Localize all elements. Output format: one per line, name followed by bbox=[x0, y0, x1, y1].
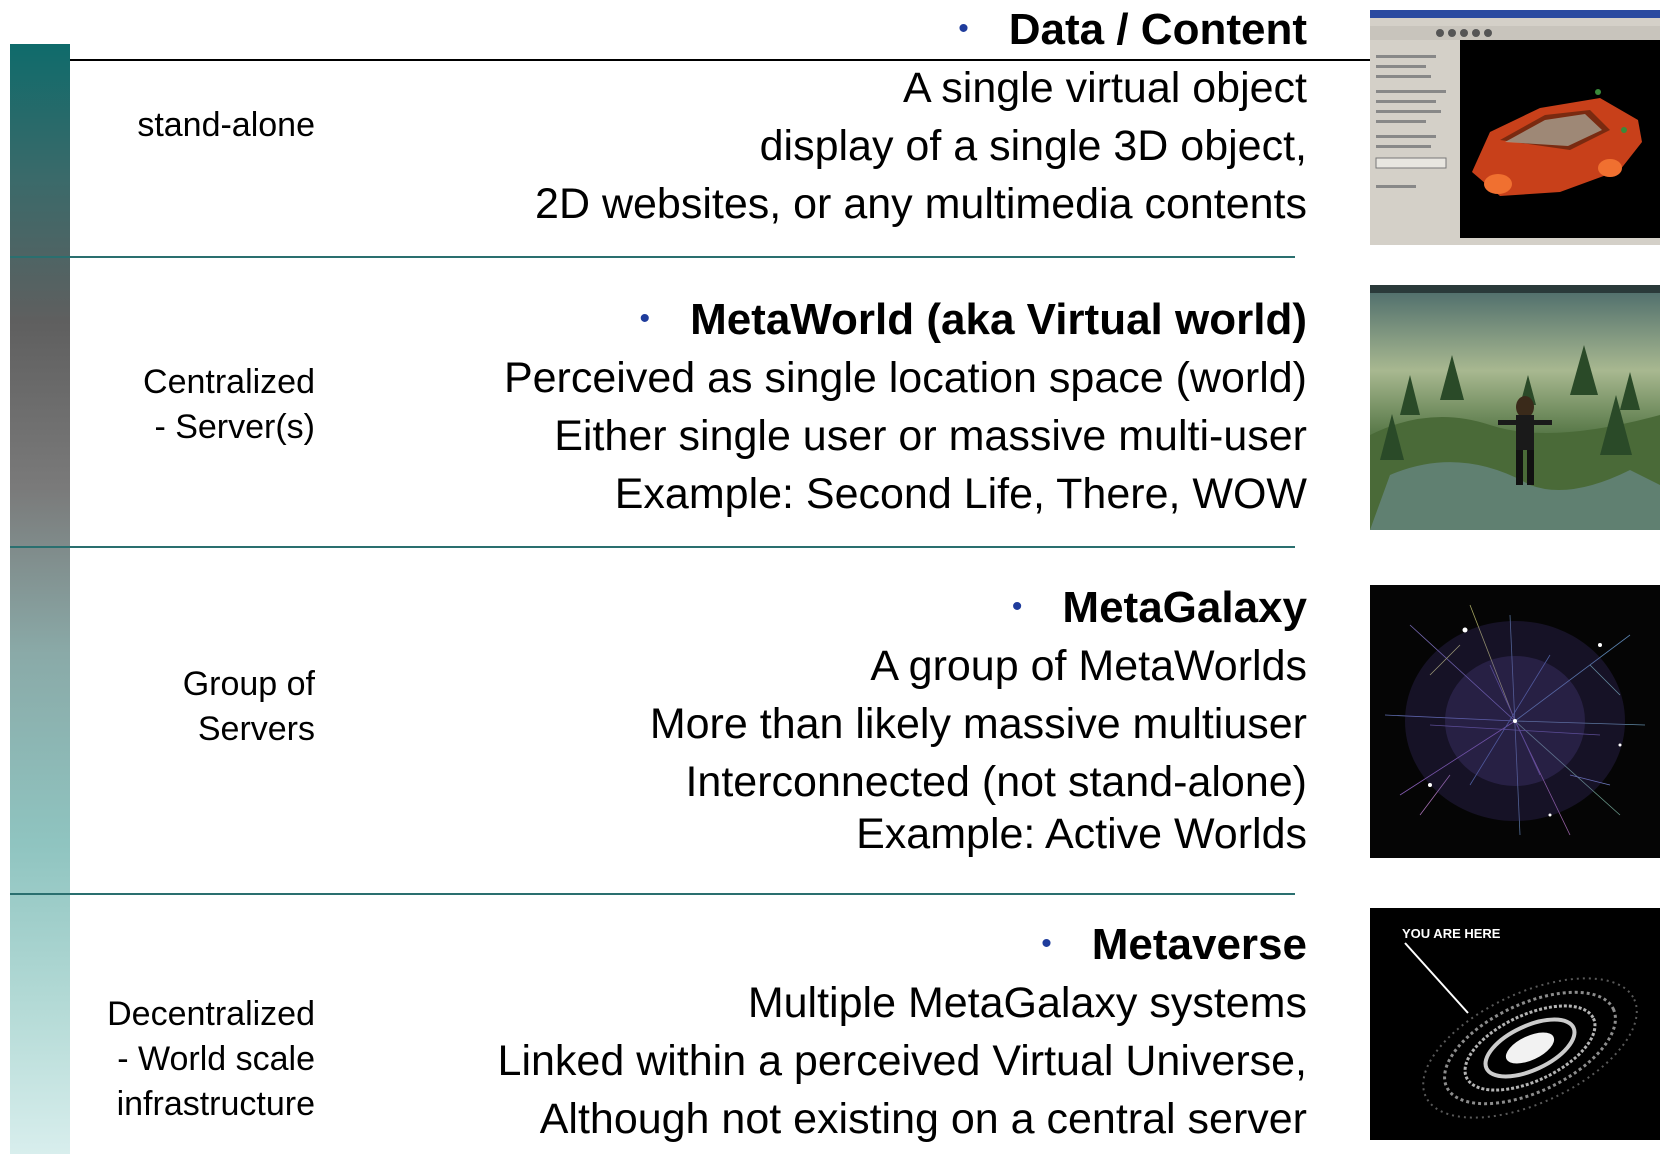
row-line: A group of MetaWorlds bbox=[870, 642, 1307, 690]
row-line: Interconnected (not stand-alone) bbox=[685, 758, 1307, 806]
gradient-side-bar bbox=[10, 44, 70, 1154]
row-label-stand-alone: stand-alone bbox=[137, 106, 315, 144]
row-line: 2D websites, or any multimedia contents bbox=[535, 180, 1307, 228]
row-heading: •MetaGalaxy bbox=[1011, 583, 1307, 632]
row-line: display of a single 3D object, bbox=[759, 122, 1307, 170]
bullet-icon: • bbox=[958, 12, 969, 45]
row-content-metagalaxy: •MetaGalaxy A group of MetaWorlds More t… bbox=[650, 578, 1307, 857]
row-line: Example: Active Worlds bbox=[856, 810, 1307, 858]
row-label-group-of-servers: Group of Servers bbox=[182, 665, 315, 748]
row-heading: •Metaverse bbox=[1041, 920, 1307, 969]
row-separator bbox=[10, 546, 1295, 548]
row-content-metaworld: •MetaWorld (aka Virtual world) Perceived… bbox=[504, 290, 1307, 523]
row-line: Example: Second Life, There, WOW bbox=[614, 470, 1307, 518]
bullet-icon: • bbox=[1041, 927, 1052, 960]
bullet-icon: • bbox=[1011, 590, 1023, 623]
row-label-centralized: Centralized - Server(s) bbox=[143, 363, 315, 446]
network-galaxy-image bbox=[1370, 585, 1660, 858]
row-content-metaverse: •Metaverse Multiple MetaGalaxy systems L… bbox=[498, 915, 1307, 1148]
car-3d-app-image bbox=[1370, 10, 1660, 245]
galaxy-you-are-here-thumbnail: YOU ARE HERE bbox=[1370, 908, 1660, 1140]
row-line: Linked within a perceived Virtual Univer… bbox=[497, 1037, 1307, 1085]
row-heading: •Data / Content bbox=[958, 5, 1307, 54]
row-line: Either single user or massive multi-user bbox=[554, 412, 1307, 460]
row-line: Multiple MetaGalaxy systems bbox=[747, 979, 1307, 1027]
row-separator bbox=[10, 256, 1295, 258]
car-3d-app-thumbnail bbox=[1370, 10, 1660, 245]
spiral-galaxy-image: YOU ARE HERE bbox=[1370, 908, 1660, 1140]
row-line: Perceived as single location space (worl… bbox=[503, 354, 1307, 402]
network-galaxy-thumbnail bbox=[1370, 585, 1660, 858]
bullet-icon: • bbox=[639, 302, 651, 335]
row-line: A single virtual object bbox=[903, 64, 1307, 112]
virtual-world-image bbox=[1370, 285, 1660, 530]
top-rule bbox=[70, 59, 1370, 61]
row-content-data: •Data / Content A single virtual object … bbox=[535, 0, 1307, 233]
row-heading: •MetaWorld (aka Virtual world) bbox=[639, 295, 1307, 344]
row-label-decentralized: Decentralized - World scale infrastructu… bbox=[107, 995, 315, 1123]
you-are-here-caption: YOU ARE HERE bbox=[1402, 926, 1501, 941]
row-line: More than likely massive multiuser bbox=[649, 700, 1307, 748]
row-separator bbox=[10, 893, 1295, 895]
virtual-world-thumbnail bbox=[1370, 285, 1660, 530]
row-line: Although not existing on a central serve… bbox=[539, 1095, 1307, 1143]
pointer-line bbox=[1404, 942, 1469, 1014]
